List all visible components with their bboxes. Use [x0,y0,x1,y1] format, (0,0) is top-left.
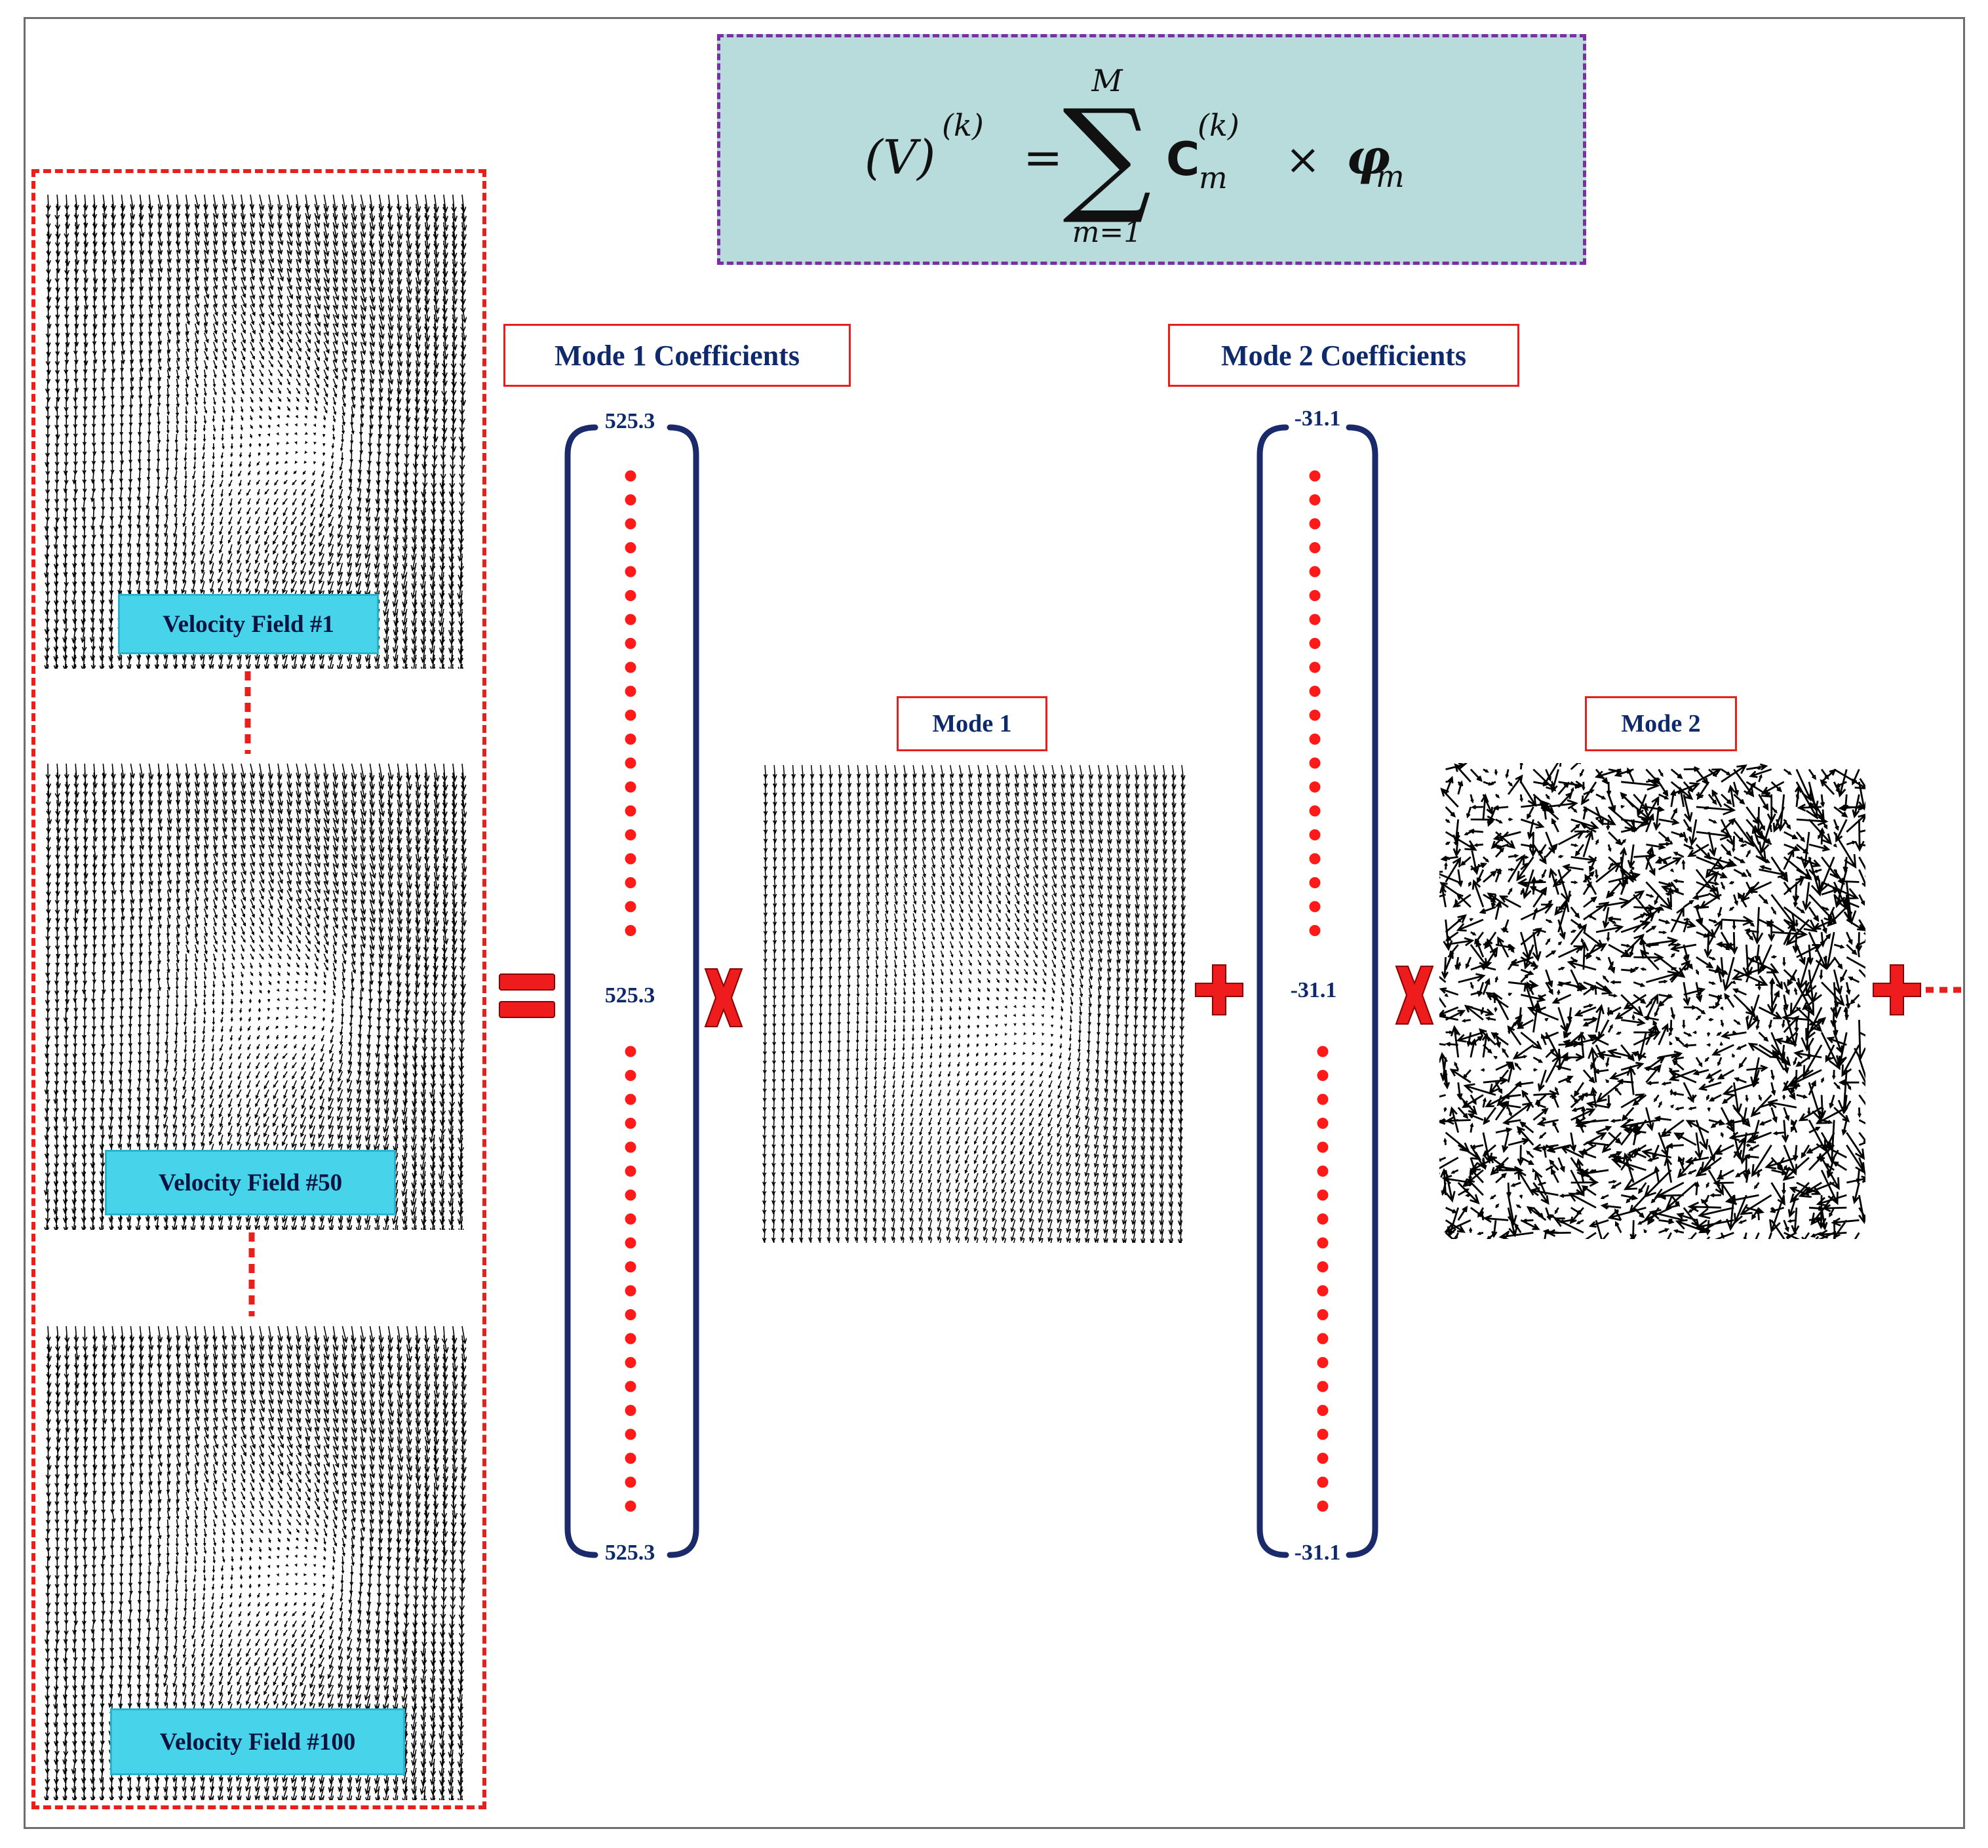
formula-lhs: (V) [865,130,935,185]
velocity-field-100-label: Velocity Field #100 [110,1708,405,1775]
velocity-field-50-plot [43,763,467,1230]
outer-frame [24,17,1965,1829]
mode-2-coefficients-label: Mode 2 Coefficients [1168,324,1519,387]
mode-2-coefficient-top: -31.1 [1294,406,1341,431]
mode-1-coefficient-bottom: 525.3 [604,1541,655,1565]
mode-1-coefficient-top: 525.3 [604,409,655,433]
sum-sigma-icon: ∑ [1062,83,1152,227]
velocity-field-1-label: Velocity Field #1 [118,594,379,654]
vector-arrow-paths [44,194,467,669]
vector-arrow-paths [762,764,1186,1243]
formula-sum-lower: m=1 [1072,216,1142,249]
mode-2-plot [1439,763,1865,1239]
vector-arrows [43,763,467,1230]
formula: (V) (k) = M ∑ m=1 C (k) m × φ m [865,63,1405,249]
vector-arrows [762,764,1186,1243]
velocity-field-100-plot [44,1326,467,1800]
formula-coefficient-subscript: m [1199,160,1228,195]
formula-coefficient-superscript: (k) [1198,108,1239,143]
velocity-field-50-label: Velocity Field #50 [105,1150,396,1215]
mode-1-coefficient-middle: 525.3 [604,983,655,1008]
vector-arrows [44,194,467,669]
mode-2-label: Mode 2 [1585,696,1737,751]
vector-arrows [44,1326,467,1800]
formula-lhs-superscript: (k) [942,108,984,143]
mode-1-label: Mode 1 [897,696,1047,751]
formula-sum-upper: M [1091,63,1123,98]
mode-2-coefficient-bottom: -31.1 [1294,1541,1341,1565]
mode-2-coefficient-middle: -31.1 [1290,978,1337,1002]
vector-arrow-paths [1439,763,1865,1239]
formula-phi: φ [1346,129,1390,186]
velocity-fields-frame [31,169,486,1809]
formula-phi-subscript: m [1376,159,1405,194]
formula-box: (V) (k) = M ∑ m=1 C (k) m × φ m [717,34,1586,265]
mode-1-plot [762,764,1186,1243]
vector-arrows [1439,763,1865,1239]
vector-arrow-paths [44,1326,467,1800]
vector-arrow-paths [43,763,467,1230]
formula-equals: = [1023,130,1062,185]
formula-times: × [1285,136,1321,184]
velocity-field-1-plot [44,194,467,669]
formula-coefficient: C [1166,132,1199,186]
mode-1-coefficients-label: Mode 1 Coefficients [503,324,851,387]
